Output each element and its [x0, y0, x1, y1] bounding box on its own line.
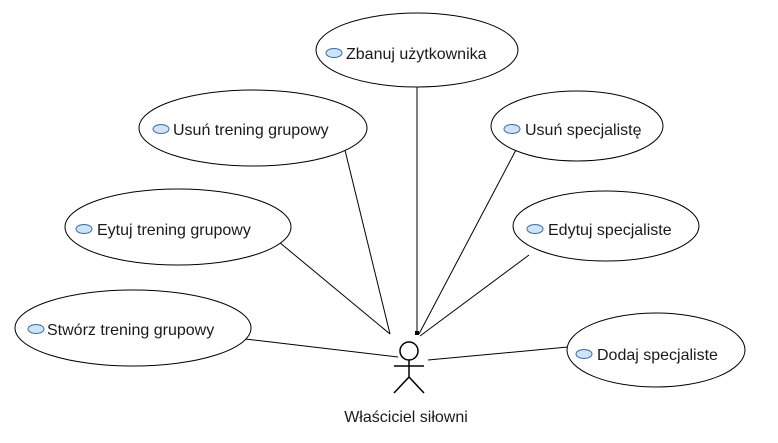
actor-label: Właściciel siłowni: [344, 409, 468, 426]
use-case-label: Stwórz trening grupowy: [47, 322, 214, 339]
use-case-label: Eytuj trening grupowy: [97, 222, 251, 239]
association-usun-trening: [342, 141, 391, 335]
use-case-stworz-trening[interactable]: Stwórz trening grupowy: [14, 289, 252, 367]
use-case-edytuj-specjaliste[interactable]: Edytuj specjaliste: [512, 190, 700, 262]
use-case-icon: [75, 224, 93, 234]
use-case-label: Edytuj specjaliste: [548, 222, 672, 239]
use-case-usun-specjaliste[interactable]: Usuń specjalistę: [490, 90, 664, 162]
association-edytuj-trening: [278, 241, 391, 335]
use-case-icon: [503, 124, 521, 134]
use-case-zbanuj[interactable]: Zbanuj użytkownika: [315, 12, 519, 88]
use-case-dodaj-specjaliste[interactable]: Dodaj specjaliste: [566, 312, 746, 388]
association-stworz-trening: [244, 338, 399, 358]
use-case-edytuj-trening[interactable]: Eytuj trening grupowy: [64, 188, 292, 266]
use-case-icon: [526, 224, 544, 234]
association-edytuj-specjaliste: [419, 254, 530, 337]
use-case-icon: [575, 349, 593, 359]
actor-wlasciciel[interactable]: Właściciel siłowni: [344, 341, 468, 426]
associations: [244, 87, 569, 361]
stick-figure-actor-icon: [393, 341, 425, 394]
connector-marker: [415, 331, 419, 335]
use-case-icon: [325, 48, 343, 58]
association-usun-specjaliste: [418, 147, 518, 335]
use-case-icon: [27, 324, 45, 334]
use-case-label: Usuń specjalistę: [525, 122, 642, 139]
use-case-icon: [152, 124, 170, 134]
use-case-label: Usuń trening grupowy: [173, 122, 329, 139]
use-case-usun-trening[interactable]: Usuń trening grupowy: [138, 89, 368, 167]
association-dodaj-specjaliste: [427, 346, 569, 361]
use-case-label: Zbanuj użytkownika: [346, 46, 487, 63]
use-case-label: Dodaj specjaliste: [597, 347, 718, 364]
